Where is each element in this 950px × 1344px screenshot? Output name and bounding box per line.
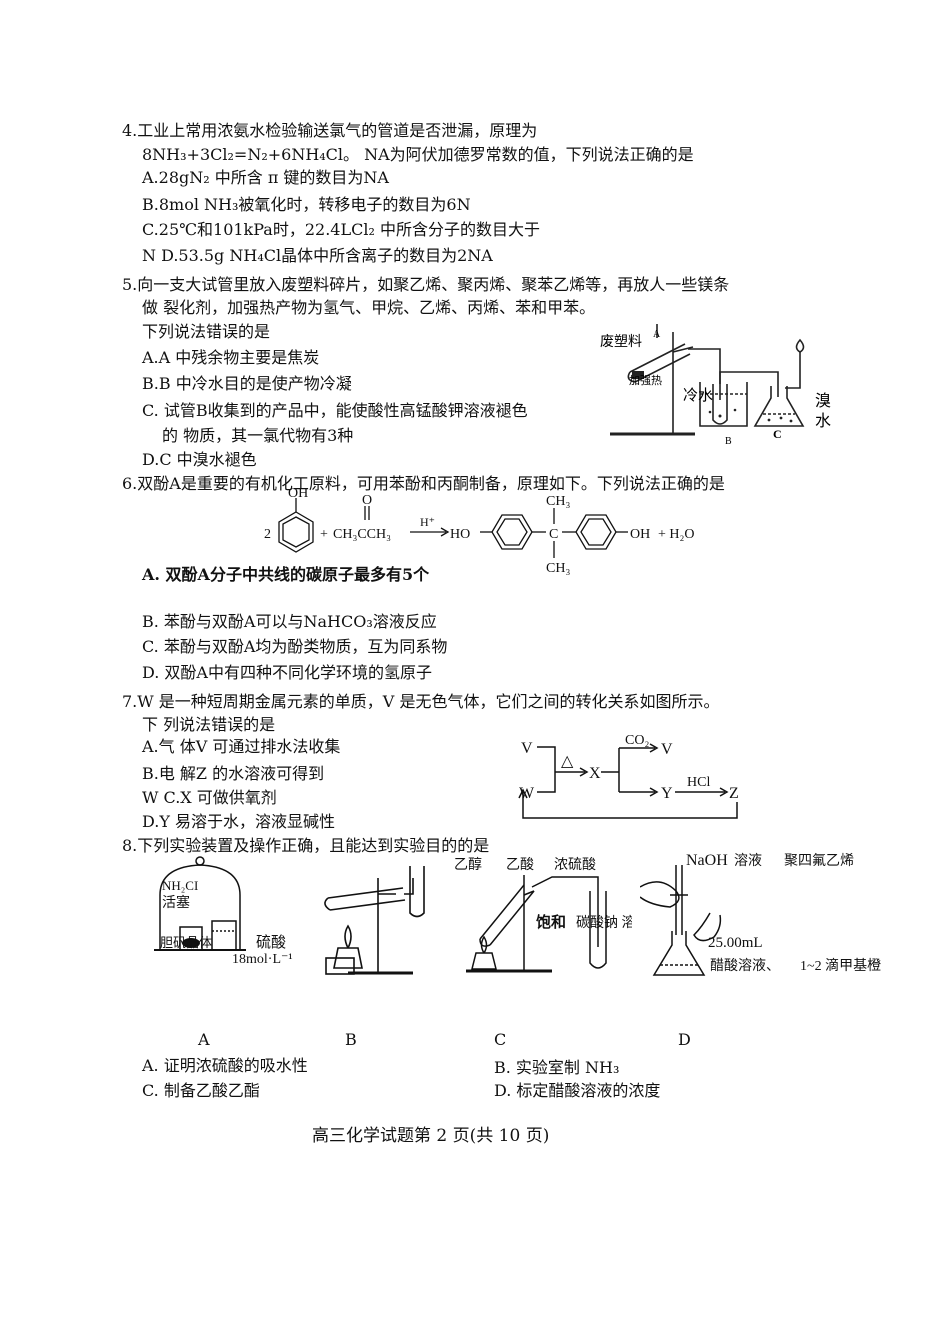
q6-option-c: C. 苯酚与双酚A均为酚类物质，互为同系物 — [142, 637, 448, 656]
q8-option-d: D. 标定醋酸溶液的浓度 — [494, 1081, 661, 1100]
q8d-label-indicator: 1~2 滴甲基橙 — [800, 957, 881, 974]
q8-option-c: C. 制备乙酸乙酯 — [142, 1081, 260, 1100]
q5-label-heat: 加强热 — [629, 374, 662, 387]
q6-eq-coef: 2 — [264, 527, 271, 542]
q8a-label-acid: 硫酸 — [256, 934, 286, 951]
q8c-label-sat: 饱和 — [536, 913, 566, 931]
q7-label-hcl: HCl — [687, 775, 710, 790]
q5-label-a: A — [653, 329, 661, 340]
q7-node-x: X — [589, 765, 601, 782]
q8-option-a: A. 证明浓硫酸的吸水性 — [142, 1056, 308, 1075]
q6-eq-cat: H⁺ — [420, 515, 435, 529]
q6-option-d: D. 双酚A中有四种不同化学环境的氢原子 — [142, 663, 432, 682]
q5-option-a: A.A 中残余物主要是焦炭 — [142, 348, 320, 367]
q5-label-plastic: 废塑料 — [600, 334, 642, 350]
q8d-label-naoh: NaOH — [686, 852, 728, 869]
q5-option-c-line2: 的 物质，其一氯代物有3种 — [162, 426, 354, 445]
q6-eq-oh2: OH — [630, 527, 650, 542]
q5-apparatus-figure: 废塑料 A 加强热 冷水 B C 溴 水 — [600, 324, 831, 447]
q7-node-v2: V — [661, 741, 673, 758]
q6-eq-oh: OH — [288, 488, 308, 501]
q5-label-cold-water: 冷水 — [683, 387, 713, 404]
q8-figure-label-d: D — [678, 1030, 691, 1049]
q5-stem-line3: 下列说法错误的是 — [142, 322, 271, 341]
q5-option-d: D.C 中溴水褪色 — [142, 450, 257, 469]
q4-option-c: C.25℃和101kPa时，22.4LCl₂ 中所含分子的数目大于 — [142, 220, 540, 239]
q7-option-a: A.气 体V 可通过排水法收集 — [142, 737, 341, 756]
q8c-label-h2so4: 浓硫酸 — [554, 857, 596, 873]
q8d-label-vol: 25.00mL — [708, 935, 763, 951]
q7-node-w: W — [519, 785, 535, 802]
q4-option-b: B.8mol NH₃被氧化时，转移电子的数目为6N — [142, 195, 471, 214]
page-footer: 高三化学试题第 2 页(共 10 页) — [312, 1126, 550, 1146]
q4-stem-line1: 4.工业上常用浓氨水检验输送氯气的管道是否泄漏，原理为 — [122, 121, 538, 140]
q6-option-a: A. 双酚A分子中共线的碳原子最多有5个 — [142, 565, 430, 584]
q7-node-v1: V — [521, 740, 533, 757]
q6-eq-plus2: + H₂O — [658, 527, 695, 542]
q7-option-d: D.Y 易溶于水，溶液显碱性 — [142, 812, 335, 831]
q6-eq-o: O — [362, 493, 372, 508]
q6-eq-acetone: CH₃CCH₃ — [333, 527, 391, 542]
q8-figure-label-b: B — [345, 1030, 357, 1049]
q8-apparatus-d: NaOH 溶液 聚四氟乙烯 25.00mL 醋酸溶液、 1~2 滴甲基橙 — [640, 852, 881, 976]
q8a-label-plug: 活塞 — [162, 894, 190, 911]
q4-option-d: N D.53.5g NH₄Cl晶体中所含离子的数目为2NA — [142, 246, 493, 265]
q6-eq-ch3-bottom: CH₃ — [546, 561, 570, 576]
q8-option-b: B. 实验室制 NH₃ — [494, 1058, 620, 1077]
q8-figure-label-a: A — [198, 1030, 210, 1049]
q7-option-c: W C.X 可做供氧剂 — [142, 788, 277, 807]
q6-reaction-equation: 2 OH + CH₃CCH₃ O H⁺ HO C CH₃ CH₃ OH + H₂… — [264, 488, 695, 576]
q7-label-co2: CO₂ — [625, 733, 649, 748]
q5-label-bromine2: 水 — [815, 412, 831, 430]
q7-node-y: Y — [661, 785, 673, 802]
q8a-label-crystal: 胆矾晶体 — [160, 935, 212, 950]
q8-stem: 8.下列实验装置及操作正确，且能达到实验目的的是 — [122, 836, 490, 855]
q7-transformation-diagram: V W △ X CO₂ V Y HCl Z — [518, 733, 739, 819]
q5-option-c-line1: C. 试管B收集到的产品中，能使酸性高锰酸钾溶液褪色 — [142, 401, 528, 420]
q7-option-b: B.电 解Z 的水溶液可得到 — [142, 764, 325, 783]
q8-apparatus-b — [324, 866, 425, 975]
q8c-label-acetic: 乙酸 — [506, 857, 534, 873]
q8d-label-ptfe: 聚四氟乙烯 — [784, 853, 854, 869]
q7-label-heat: △ — [561, 753, 574, 770]
q5-stem-line1: 5.向一支大试管里放入废塑料碎片，如聚乙烯、聚丙烯、聚苯乙烯等，再放人一些镁条 — [122, 275, 730, 294]
q7-stem-line2: 下 列说法错误的是 — [142, 715, 276, 734]
q8d-label-sol: 溶液 — [734, 853, 762, 869]
q8a-label-nh2cl: NH₂CI — [162, 878, 198, 893]
q6-eq-ho: HO — [450, 527, 470, 542]
q8c-label-na2co3: 碳酸钠 溶液 — [576, 915, 632, 931]
q8-apparatus-c: 乙醇 乙酸 浓硫酸 饱和 碳酸钠 溶液 — [454, 856, 632, 973]
q5-label-c: C — [773, 427, 782, 441]
q4-option-a: A.28gN₂ 中所含 π 键的数目为NA — [142, 168, 389, 187]
q4-stem-line2: 8NH₃+3Cl₂=N₂+6NH₄Cl。 NA为阿伏加德罗常数的值，下列说法正确… — [142, 145, 694, 164]
q5-label-bromine1: 溴 — [815, 392, 831, 410]
q6-stem: 6.双酚A是重要的有机化工原料，可用苯酚和丙酮制备，原理如下。下列说法正确的是 — [122, 474, 725, 493]
q8d-label-acetate: 醋酸溶液、 — [710, 958, 780, 974]
q8-figure-label-c: C — [494, 1030, 507, 1049]
q5-label-b: B — [725, 436, 732, 447]
q6-eq-ch3-top: CH₃ — [546, 494, 570, 509]
q7-node-z: Z — [729, 785, 739, 802]
q5-option-b: B.B 中冷水目的是使产物冷凝 — [142, 374, 352, 393]
q8a-label-conc: 18mol·L⁻¹ — [232, 952, 293, 967]
q6-option-b: B. 苯酚与双酚A可以与NaHCO₃溶液反应 — [142, 612, 437, 631]
q8-apparatus-a: NH₂CI 活塞 胆矾晶体 硫酸 18mol·L⁻¹ — [154, 856, 293, 967]
q6-eq-c: C — [549, 527, 558, 542]
q6-eq-plus1: + — [320, 527, 328, 542]
q7-stem-line1: 7.W 是一种短周期金属元素的单质，V 是无色气体，它们之间的转化关系如图所示。 — [122, 692, 720, 711]
q5-stem-line2: 做 裂化剂，加强热产物为氢气、甲烷、乙烯、丙烯、苯和甲苯。 — [142, 298, 596, 317]
q8c-label-ethanol: 乙醇 — [454, 856, 482, 873]
